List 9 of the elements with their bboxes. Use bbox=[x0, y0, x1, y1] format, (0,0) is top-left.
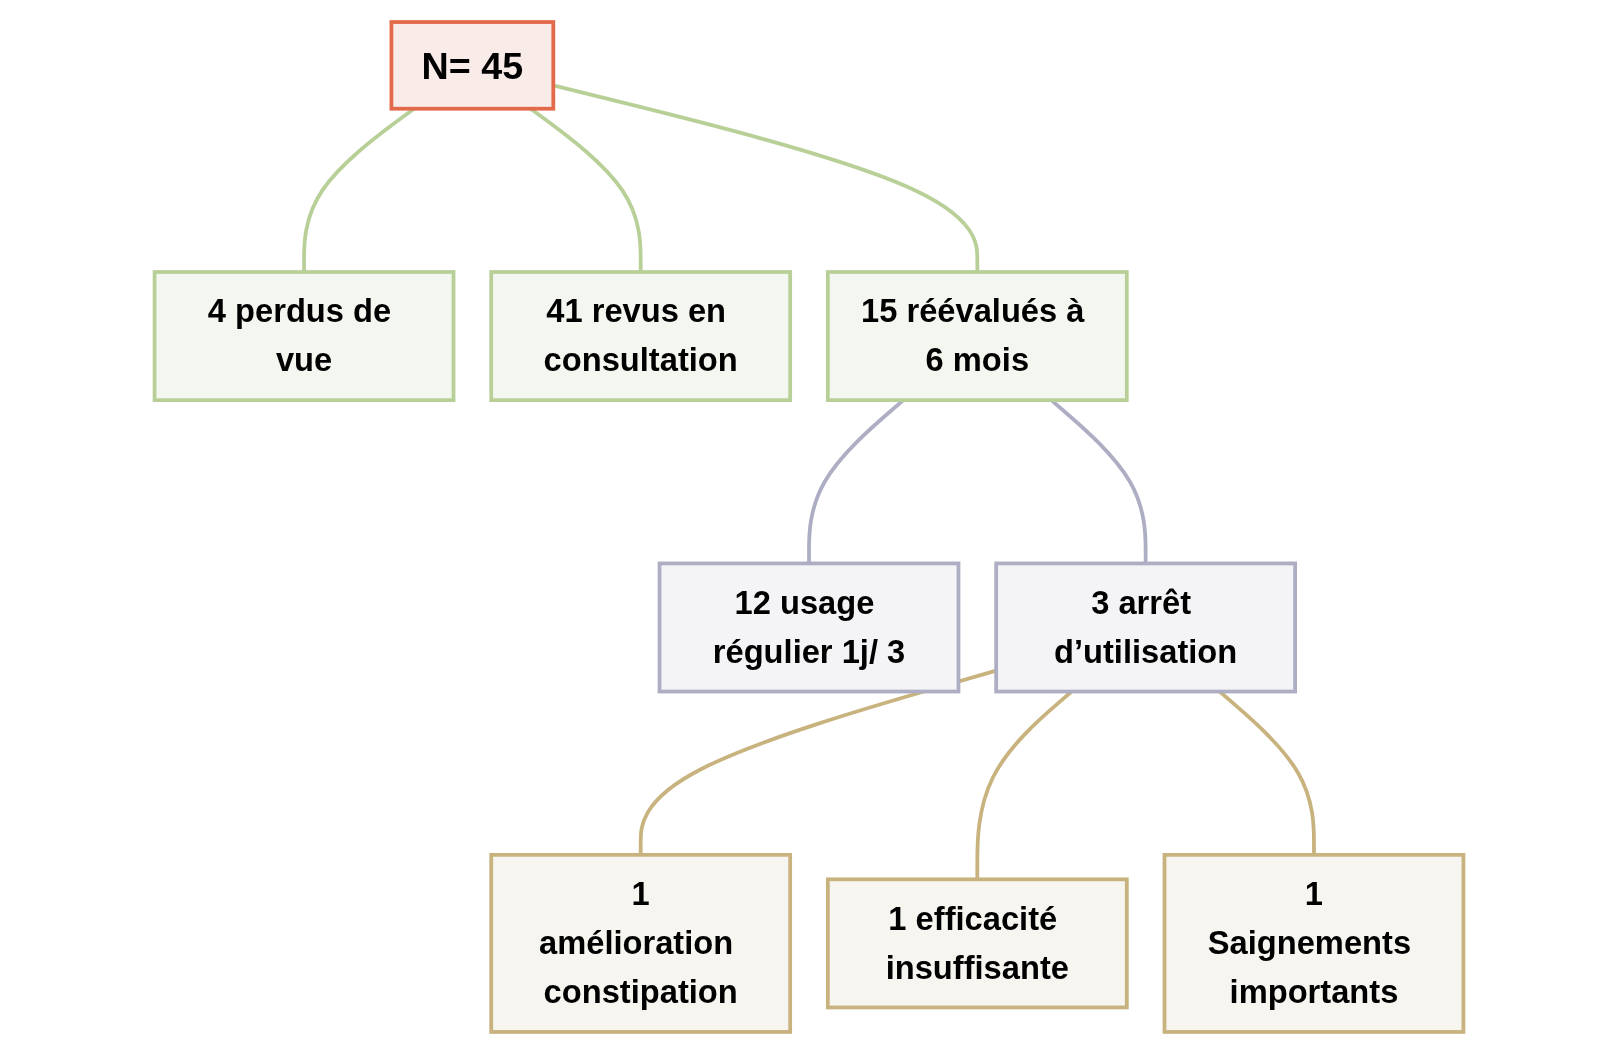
node-box: 15 réévalués à 6 mois bbox=[825, 270, 1129, 402]
node-box: 3 arrêt d’utilisation bbox=[994, 561, 1297, 694]
node-box: N= 45 bbox=[389, 20, 556, 111]
node-box: 1 amélioration constipation bbox=[489, 852, 793, 1034]
node-box: 1 Saignements importants bbox=[1162, 852, 1466, 1034]
node-box: 12 usage régulier 1j/ 3 bbox=[657, 561, 961, 694]
node-box: 41 revus en consultation bbox=[489, 270, 793, 402]
node-box: 1 efficacité insuffisante bbox=[825, 877, 1129, 1010]
node-box: 4 perdus de vue bbox=[152, 270, 456, 402]
